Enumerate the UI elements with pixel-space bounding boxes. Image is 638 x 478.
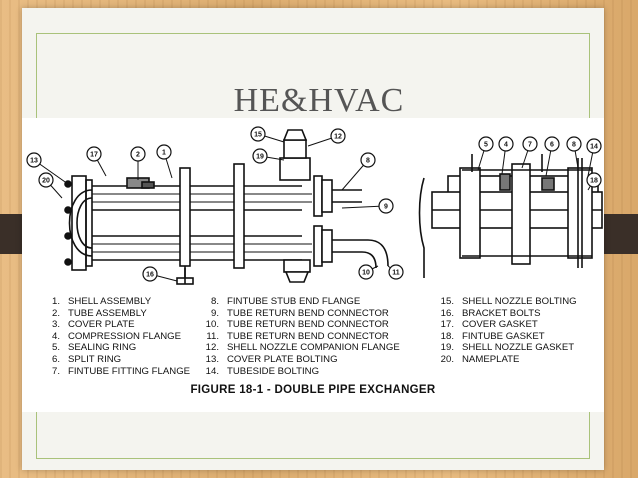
legend-item: 6.SPLIT RING (51, 353, 122, 365)
callout-circle (566, 136, 582, 152)
callout-circle (378, 198, 394, 214)
legend-item: 4.COMPRESSION FLANGE (51, 330, 182, 342)
callout-number: 7 (528, 142, 532, 149)
callout-number: 4 (504, 142, 508, 149)
callout-number: 20 (42, 178, 50, 185)
legend-item: 14.TUBESIDE BOLTING (205, 365, 320, 377)
callout-circle (478, 136, 494, 152)
legend-item: 3.COVER PLATE (51, 319, 135, 331)
callout-circle (498, 136, 514, 152)
callout-number: 18 (590, 178, 598, 185)
callout-circle (142, 266, 158, 282)
figure-caption: FIGURE 18-1 - DOUBLE PIPE EXCHANGER (190, 384, 436, 396)
callout-number: 15 (254, 132, 262, 139)
legend-item: 17.COVER GASKET (440, 319, 538, 331)
callout-circle (252, 148, 268, 164)
legend-item: 1.SHELL ASSEMBLY (51, 296, 152, 307)
callout-circle (250, 126, 266, 142)
callout-number: 11 (392, 270, 400, 277)
slide-title: HE&HVAC (233, 82, 405, 119)
right-section (418, 154, 603, 278)
legend-item: 7.FINTUBE FITTING FLANGE (51, 365, 191, 377)
callout-circle (130, 146, 146, 162)
legend-item: 18.FINTUBE GASKET (440, 330, 545, 342)
legend-item: 8.FINTUBE STUB END FLANGE (210, 296, 361, 307)
callout-number: 10 (362, 270, 370, 277)
callout-circle (156, 144, 172, 160)
callout-number: 6 (550, 142, 554, 149)
callout-circle (544, 136, 560, 152)
callout-number: 19 (256, 154, 264, 161)
left-assembly (64, 129, 389, 285)
callout-circle (586, 138, 602, 154)
legend-item: 19.SHELL NOZZLE GASKET (440, 342, 575, 354)
callout-number: 16 (146, 272, 154, 279)
callout-circle (38, 172, 54, 188)
callout-circle (26, 152, 42, 168)
callout-circle (360, 152, 376, 168)
legend-column-2: 8.FINTUBE STUB END FLANGE 9.TUBE RETURN … (205, 296, 400, 377)
legend-item: 12.SHELL NOZZLE COMPANION FLANGE (205, 342, 400, 354)
callout-circle (388, 264, 404, 280)
legend-column-1: 1.SHELL ASSEMBLY 2.TUBE ASSEMBLY 3.COVER… (40, 296, 190, 377)
callout-circle (586, 172, 602, 188)
callout-number: 8 (366, 158, 370, 165)
legend-item: 2.TUBE ASSEMBLY (51, 307, 147, 319)
legend-item: 15.SHELL NOZZLE BOLTING (440, 296, 577, 307)
dark-band-right (604, 214, 638, 254)
callout-number: 8 (572, 142, 576, 149)
callout-number: 5 (484, 142, 488, 149)
callout-number: 17 (90, 152, 98, 159)
legend-item: 13.COVER PLATE BOLTING (205, 353, 338, 365)
callout-circle (522, 136, 538, 152)
legend-item: 16.BRACKET BOLTS (440, 307, 541, 319)
callout-number: 2 (136, 152, 140, 159)
callout-number: 9 (384, 204, 388, 211)
callout-circle (330, 128, 346, 144)
dark-band-left (0, 214, 22, 254)
legend-item: 20.NAMEPLATE (440, 353, 520, 365)
legend-item: 10.TUBE RETURN BEND CONNECTOR (205, 319, 389, 331)
legend-item: 5.SEALING RING (51, 342, 137, 354)
legend-column-3: 15.SHELL NOZZLE BOLTING 16.BRACKET BOLTS… (424, 296, 577, 366)
callout-circle (358, 264, 374, 280)
callout-circle (86, 146, 102, 162)
legend-item: 9.TUBE RETURN BEND CONNECTOR (210, 307, 389, 319)
callout-number: 14 (590, 144, 598, 151)
callout-number: 12 (334, 134, 342, 141)
callout-number: 13 (30, 158, 38, 165)
callout-number: 1 (162, 150, 166, 157)
legend-item: 11.TUBE RETURN BEND CONNECTOR (206, 330, 389, 342)
